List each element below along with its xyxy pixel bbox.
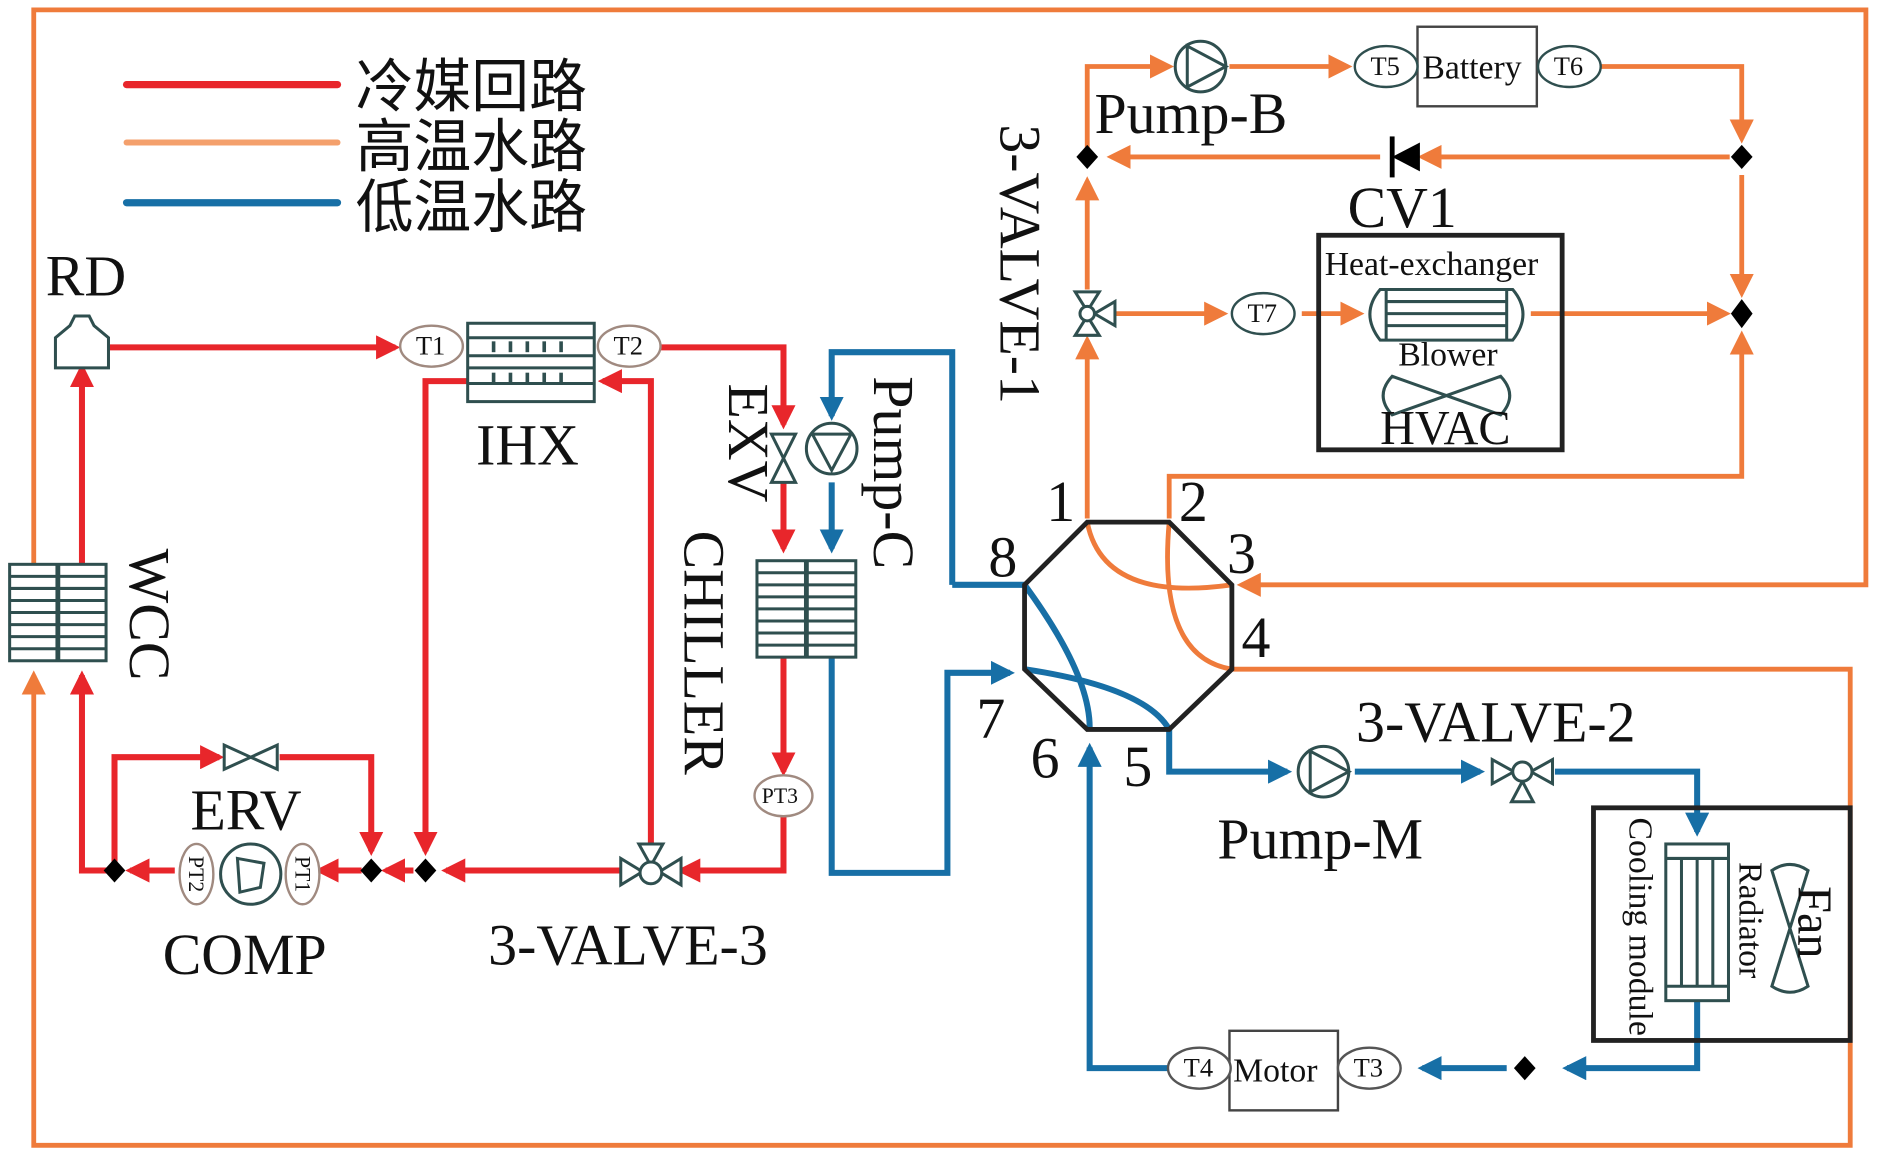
svg-text:PT3: PT3 xyxy=(762,784,798,808)
hot-water-outer-loop xyxy=(21,7,1869,1148)
motor-label: Motor xyxy=(1233,1052,1317,1089)
chiller-label: CHILLER xyxy=(672,531,737,776)
sensor-t3: T3 xyxy=(1336,1046,1402,1090)
sensor-t6: T6 xyxy=(1536,44,1602,89)
svg-text:T5: T5 xyxy=(1370,51,1399,81)
port-6-label: 6 xyxy=(1031,726,1060,791)
cooling-module-label: Cooling module xyxy=(1622,817,1659,1035)
svg-text:T3: T3 xyxy=(1354,1053,1383,1083)
erv-label: ERV xyxy=(190,778,301,843)
chiller[interactable]: CHILLER xyxy=(672,531,858,776)
ihx-heat-exchanger[interactable]: IHX xyxy=(466,321,596,477)
three-way-valve-1[interactable]: 3-VALVE-1 xyxy=(987,124,1117,404)
sensor-t1: T1 xyxy=(398,324,465,368)
junction xyxy=(1076,144,1099,169)
three-way-valve-2[interactable]: 3-VALVE-2 xyxy=(1356,690,1636,804)
port-5-label: 5 xyxy=(1123,734,1152,799)
hot-water-inner-loops xyxy=(1075,54,1754,672)
port-4-label: 4 xyxy=(1242,605,1271,670)
three-way-valve-3[interactable]: 3-VALVE-3 xyxy=(488,842,768,978)
sensor-t2: T2 xyxy=(596,324,662,368)
junction xyxy=(414,858,437,883)
legend-label-refrigerant: 冷媒回路 xyxy=(356,54,587,119)
cooling-module[interactable]: Cooling module Radiator Fan xyxy=(1591,805,1853,1043)
sensor-pt2: PT2 xyxy=(178,842,215,906)
ihx-label: IHX xyxy=(476,412,579,477)
legend-label-cold-water: 低温水路 xyxy=(356,175,587,240)
junction xyxy=(1513,1056,1536,1081)
rd-label: RD xyxy=(46,244,126,309)
battery-label: Battery xyxy=(1422,50,1521,87)
sensor-t5: T5 xyxy=(1353,44,1419,89)
sensor-pt1: PT1 xyxy=(284,842,321,906)
erv-valve[interactable]: ERV xyxy=(190,742,302,843)
junctions xyxy=(103,144,1753,1081)
sensor-t7: T7 xyxy=(1230,291,1296,336)
port-1-label: 1 xyxy=(1046,469,1075,534)
blower-fan-icon xyxy=(1381,374,1512,417)
junction xyxy=(103,858,126,883)
eight-way-valve[interactable]: 1 2 3 4 5 6 7 8 xyxy=(976,469,1270,799)
motor[interactable]: Motor xyxy=(1228,1029,1340,1112)
svg-text:PT2: PT2 xyxy=(184,856,208,892)
junction xyxy=(1730,299,1753,329)
valve-3-label: 3-VALVE-3 xyxy=(488,913,768,978)
exv-label: EXV xyxy=(716,384,781,503)
check-valve-cv1[interactable]: CV1 xyxy=(1348,136,1457,240)
compressor[interactable]: COMP xyxy=(163,842,327,987)
blower-label: Blower xyxy=(1398,336,1497,373)
svg-text:T2: T2 xyxy=(614,331,643,361)
pump-m[interactable]: Pump-M xyxy=(1217,744,1423,871)
heat-exchanger-label: Heat-exchanger xyxy=(1325,246,1539,283)
wcc-label: WCC xyxy=(117,549,182,681)
pump-b[interactable]: Pump-B xyxy=(1094,39,1287,146)
port-8-label: 8 xyxy=(988,524,1017,589)
refrigerant-loop xyxy=(69,335,796,883)
fan-label: Fan xyxy=(1787,886,1840,958)
valve-1-label: 3-VALVE-1 xyxy=(987,124,1052,404)
svg-text:PT1: PT1 xyxy=(290,856,314,892)
radiator-fan-icon xyxy=(1770,862,1810,994)
pump-m-label: Pump-M xyxy=(1217,806,1423,871)
receiver-drier[interactable]: RD xyxy=(46,244,126,370)
pump-b-label: Pump-B xyxy=(1094,81,1287,146)
sensor-pt3: PT3 xyxy=(753,774,814,818)
radiator-label: Radiator xyxy=(1731,862,1768,978)
valve-2-label: 3-VALVE-2 xyxy=(1356,690,1636,755)
port-7-label: 7 xyxy=(976,686,1005,751)
hvac-label: HVAC xyxy=(1380,402,1510,455)
legend: 冷媒回路 高温水路 低温水路 xyxy=(122,54,587,240)
legend-label-hot-water: 高温水路 xyxy=(356,115,587,180)
junction xyxy=(1730,144,1753,169)
comp-label: COMP xyxy=(163,922,327,987)
junction xyxy=(360,858,383,883)
wcc-condenser[interactable]: WCC xyxy=(8,549,183,681)
svg-text:T1: T1 xyxy=(416,331,445,361)
svg-text:T6: T6 xyxy=(1554,51,1583,81)
sensor-t4: T4 xyxy=(1166,1046,1232,1090)
exv-expansion-valve[interactable]: EXV xyxy=(716,384,798,503)
svg-text:T4: T4 xyxy=(1184,1053,1213,1083)
pump-c[interactable]: Pump-C xyxy=(804,376,926,569)
svg-text:T7: T7 xyxy=(1248,298,1277,328)
hvac-module[interactable]: Heat-exchanger Blower HVAC xyxy=(1316,232,1565,455)
pump-c-label: Pump-C xyxy=(861,376,926,569)
battery[interactable]: Battery xyxy=(1416,25,1539,108)
port-2-label: 2 xyxy=(1179,469,1208,534)
cv1-label: CV1 xyxy=(1348,175,1457,240)
cold-water-loops xyxy=(819,349,1710,1081)
port-3-label: 3 xyxy=(1227,521,1256,586)
